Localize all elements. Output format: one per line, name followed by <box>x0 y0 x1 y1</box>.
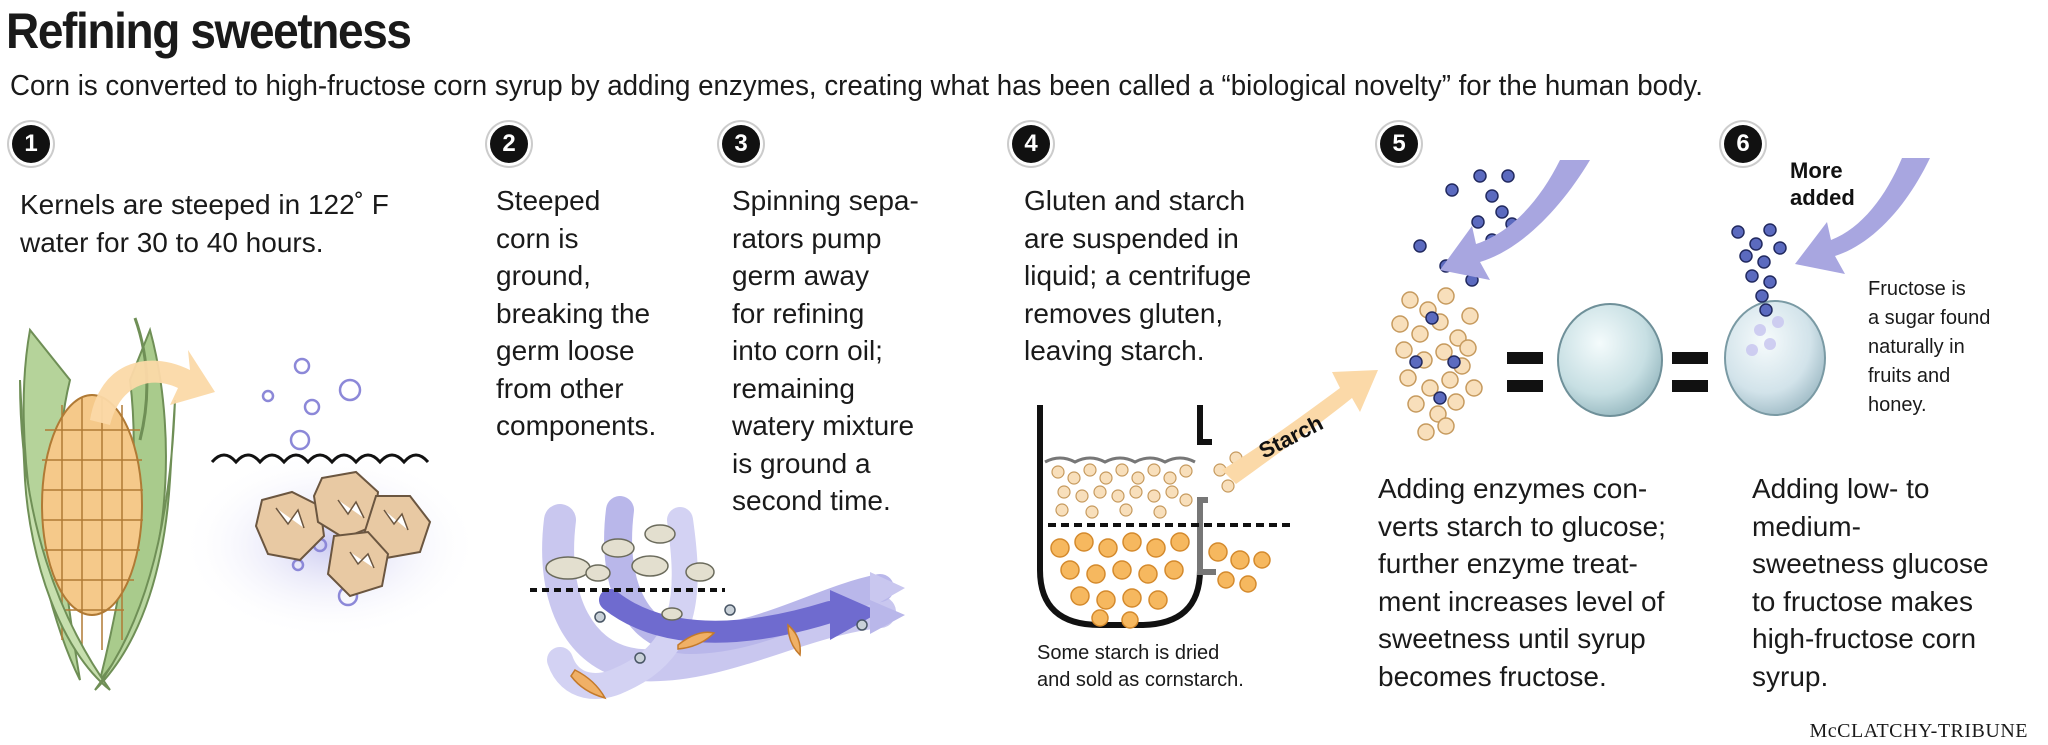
step-3-text: Spinning sepa- rators pump germ away for… <box>732 185 919 516</box>
equals-sign-2-icon <box>1672 352 1708 392</box>
germ-pieces-icon <box>570 623 801 700</box>
starch-granules-large-icon <box>1050 532 1271 629</box>
fructose-drop-icon <box>1724 300 1826 416</box>
step-5-text: Adding enzymes con- verts starch to gluc… <box>1378 473 1666 692</box>
water-surface-icon <box>210 453 430 465</box>
flow-arrowhead-icon <box>830 590 880 640</box>
step-6-number: 6 <box>1724 125 1762 163</box>
enzymes-arrow-icon <box>1440 160 1590 280</box>
credit-line: McCLATCHY-TRIBUNE <box>1809 720 2028 742</box>
fructose-note: Fructose is a sugar found naturally in f… <box>1868 278 1991 416</box>
equals-sign-icon <box>1507 352 1543 392</box>
glucose-cluster-icon <box>1391 169 1519 441</box>
germ-particles-icon <box>545 524 715 621</box>
glucose-drop-icon <box>1557 303 1663 417</box>
page-title: Refining sweetness <box>6 3 412 59</box>
step-2-text: Steeped corn is ground, breaking the ger… <box>496 185 657 441</box>
fructose-molecules-icon <box>1731 223 1787 317</box>
curved-arrow-icon <box>90 350 215 425</box>
step-1-number: 1 <box>12 125 50 163</box>
step-1-text: Kernels are steeped in 122˚ F water for … <box>20 189 389 258</box>
kernels-icon <box>254 470 432 598</box>
step-2-number: 2 <box>490 125 528 163</box>
starch-label: Starch <box>1255 410 1327 463</box>
step-3-number: 3 <box>722 125 760 163</box>
subtitle: Corn is converted to high-fructose corn … <box>10 70 1703 102</box>
step-4-note: Some starch is dried and sold as cornsta… <box>1037 642 1244 691</box>
starch-arrow-icon <box>1222 370 1378 484</box>
corn-cob-icon <box>19 317 176 691</box>
step-4-number: 4 <box>1012 125 1050 163</box>
step-5-number: 5 <box>1380 125 1418 163</box>
enzymes-arrow-2-icon <box>1795 158 1930 274</box>
step-4-text: Gluten and starch are suspended in liqui… <box>1024 185 1252 366</box>
starch-granules-small-icon <box>1051 451 1243 519</box>
step-6-text: Adding low- to medium- sweetness glucose… <box>1752 473 1989 692</box>
